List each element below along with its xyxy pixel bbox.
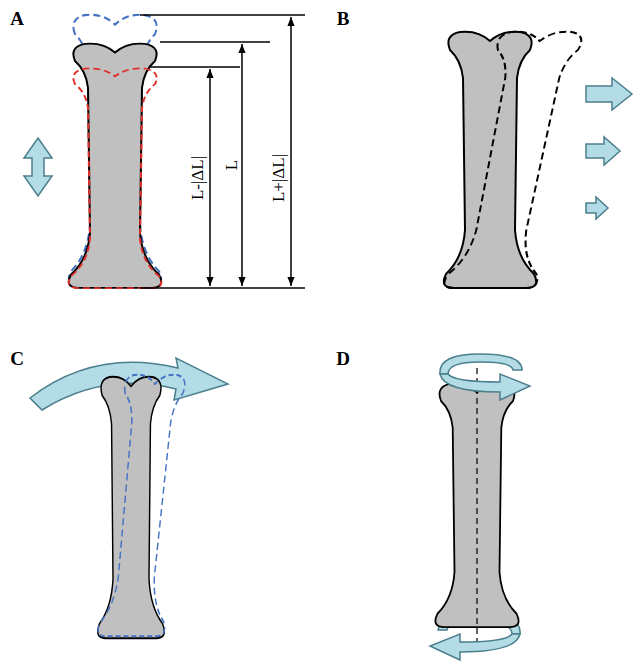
bone	[444, 32, 536, 288]
panel-letter: A	[10, 9, 24, 28]
panel-letter: C	[10, 349, 24, 368]
shortened-bone	[69, 68, 161, 288]
long-axis	[476, 368, 477, 645]
dimension-lines	[140, 15, 305, 288]
bent-bone	[97, 375, 189, 636]
bone	[98, 377, 165, 638]
torsion-arrows-front	[430, 374, 530, 660]
dimension-label: L+|ΔL|	[270, 154, 287, 202]
dimension-label: L-|ΔL|	[189, 156, 206, 200]
bending-arrows	[586, 78, 632, 219]
bent-bone	[443, 32, 588, 288]
axial-arrow	[24, 138, 52, 196]
bone	[69, 44, 161, 288]
panel-letter: D	[336, 349, 350, 368]
dimension-label: L	[223, 160, 240, 170]
panel-letter: B	[337, 9, 350, 28]
